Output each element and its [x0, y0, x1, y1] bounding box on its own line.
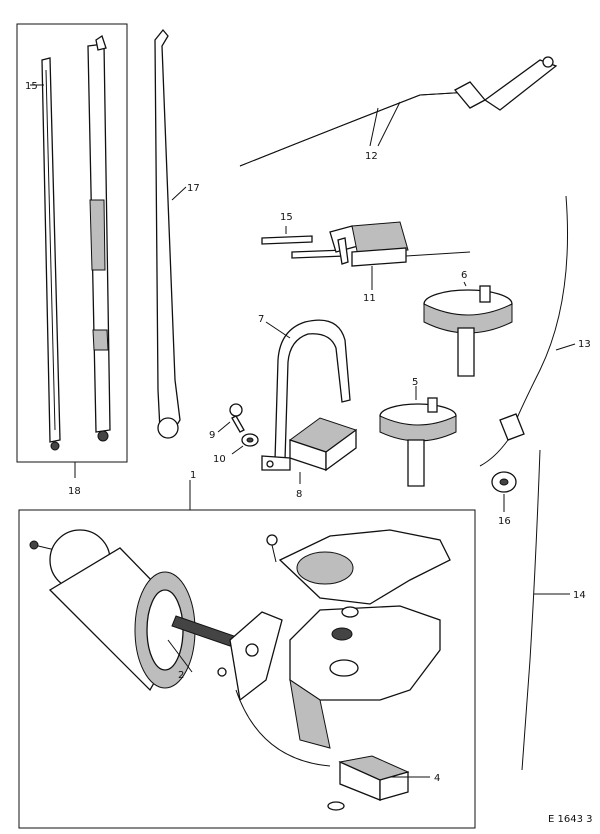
terminal-connector-4 [235, 689, 430, 811]
callout-14: 14 [573, 590, 586, 601]
figure-code: E 1643 3 [548, 814, 593, 825]
motor-yoke-2 [29, 529, 235, 692]
spindle-pin-15 [261, 226, 313, 245]
callout-18: 18 [68, 486, 81, 497]
callout-15-pin: 15 [280, 212, 293, 223]
wheelbox-tube-13 [479, 195, 576, 467]
group-box-1 [18, 509, 476, 829]
callout-12: 12 [365, 151, 378, 162]
wiper-arm-17 [154, 28, 187, 439]
callout-17: 17 [187, 183, 200, 194]
wiper-blade-18 [87, 34, 111, 442]
group-box-18 [16, 23, 128, 463]
mounting-strap-7 [261, 319, 351, 471]
washer-10 [231, 433, 259, 455]
callout-13: 13 [578, 339, 591, 350]
callout-6: 6 [461, 270, 467, 281]
callout-1: 1 [190, 470, 196, 481]
callout-16: 16 [498, 516, 511, 527]
callout-9: 9 [209, 430, 215, 441]
screw-9 [217, 403, 245, 433]
callout-15-left: 15 [25, 81, 38, 92]
callout-10: 10 [213, 454, 226, 465]
nut-16 [491, 471, 517, 512]
cable-rack-12 [239, 56, 558, 167]
callout-7: 7 [258, 314, 264, 325]
rubber-pad-8 [288, 417, 358, 484]
wheelbox-tube-14 [521, 449, 570, 771]
callout-5: 5 [412, 377, 418, 388]
callout-4: 4 [434, 773, 440, 784]
gear-wheel-6 [423, 281, 513, 377]
limit-switch-11 [291, 221, 471, 290]
gear-wheel-5 [379, 386, 457, 487]
callout-11: 11 [363, 293, 376, 304]
gearbox-body [217, 605, 441, 749]
callout-8: 8 [296, 489, 302, 500]
wiper-rod-15 [30, 57, 61, 451]
gearbox-cover [266, 529, 451, 605]
callout-2: 2 [178, 670, 184, 681]
